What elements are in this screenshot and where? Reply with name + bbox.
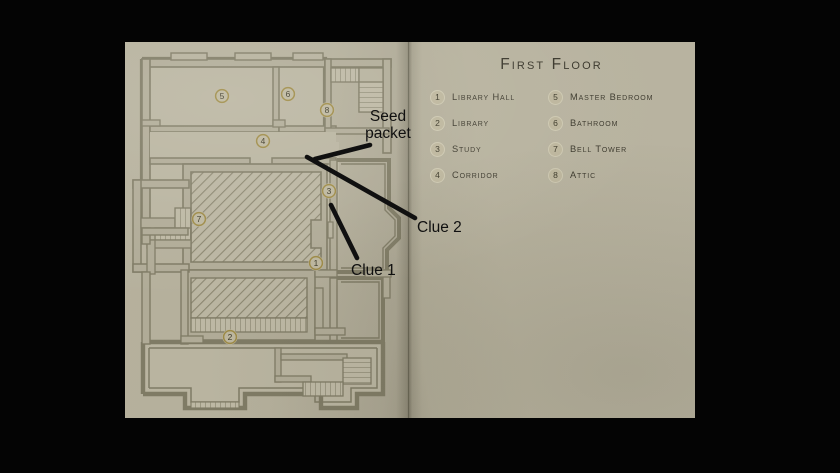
plan-geometry — [132, 52, 401, 411]
legend-column-1: 1 Library Hall 2 Library 3 Study 4 Corri… — [430, 84, 515, 188]
legend-badge: 1 — [430, 89, 445, 105]
legend-badge: 2 — [430, 115, 445, 131]
legend-item[interactable]: 2 Library — [430, 110, 515, 136]
legend-badge: 6 — [548, 115, 563, 131]
book-gutter-shadow — [396, 42, 422, 418]
room-marker-number: 7 — [197, 214, 202, 224]
legend-item-label: Library Hall — [452, 92, 516, 102]
legend-item-label: Library — [452, 118, 490, 128]
legend-item-label: Study — [452, 144, 482, 154]
legend-item[interactable]: 3 Study — [430, 136, 515, 162]
open-book: 5 6 8 4 7 3 1 2 First Floor 1 Library Hall 2 Li… — [125, 42, 695, 418]
legend-item[interactable]: 5 Master Bedroom — [548, 84, 653, 110]
room-marker-6[interactable]: 6 — [280, 86, 296, 102]
annotation-label-clue-2: Clue 2 — [417, 219, 462, 236]
legend-item-label: Corridor — [452, 170, 499, 180]
legend-item[interactable]: 4 Corridor — [430, 162, 515, 188]
legend-badge: 4 — [430, 167, 445, 183]
room-marker-number: 5 — [220, 91, 225, 101]
room-marker-4[interactable]: 4 — [255, 133, 271, 149]
floor-plan: 5 6 8 4 7 3 1 2 — [125, 42, 408, 418]
legend-item[interactable]: 1 Library Hall — [430, 84, 515, 110]
legend-badge: 7 — [548, 141, 563, 157]
room-marker-2[interactable]: 2 — [222, 329, 238, 345]
room-marker-7[interactable]: 7 — [191, 211, 207, 227]
legend-badge: 3 — [430, 141, 445, 157]
legend-item[interactable]: 7 Bell Tower — [548, 136, 653, 162]
room-marker-number: 8 — [325, 105, 330, 115]
legend-item-label: Bell Tower — [570, 144, 628, 154]
room-marker-8[interactable]: 8 — [319, 102, 335, 118]
legend-column-2: 5 Master Bedroom 6 Bathroom 7 Bell Tower… — [548, 84, 653, 188]
annotation-label-clue-1: Clue 1 — [351, 262, 396, 279]
room-marker-number: 2 — [228, 332, 233, 342]
room-marker-number: 6 — [286, 89, 291, 99]
annotation-label-seed-packet: Seed packet — [365, 108, 411, 142]
legend-badge: 5 — [548, 89, 563, 105]
room-marker-number: 4 — [261, 136, 266, 146]
room-marker-number: 1 — [314, 258, 319, 268]
legend-item-label: Master Bedroom — [570, 92, 654, 102]
legend-badge: 8 — [548, 167, 563, 183]
book-page-right — [408, 42, 695, 418]
legend-item[interactable]: 6 Bathroom — [548, 110, 653, 136]
legend-title: First Floor — [500, 56, 603, 73]
room-marker-number: 3 — [327, 186, 332, 196]
legend-item-label: Attic — [570, 170, 597, 180]
room-marker-3[interactable]: 3 — [321, 183, 337, 199]
room-marker-5[interactable]: 5 — [214, 88, 230, 104]
room-marker-1[interactable]: 1 — [308, 255, 324, 271]
legend-item[interactable]: 8 Attic — [548, 162, 653, 188]
book-spine-line — [408, 42, 409, 418]
legend-panel: First Floor 1 Library Hall 2 Library 3 S… — [408, 42, 695, 418]
legend-item-label: Bathroom — [570, 118, 619, 128]
